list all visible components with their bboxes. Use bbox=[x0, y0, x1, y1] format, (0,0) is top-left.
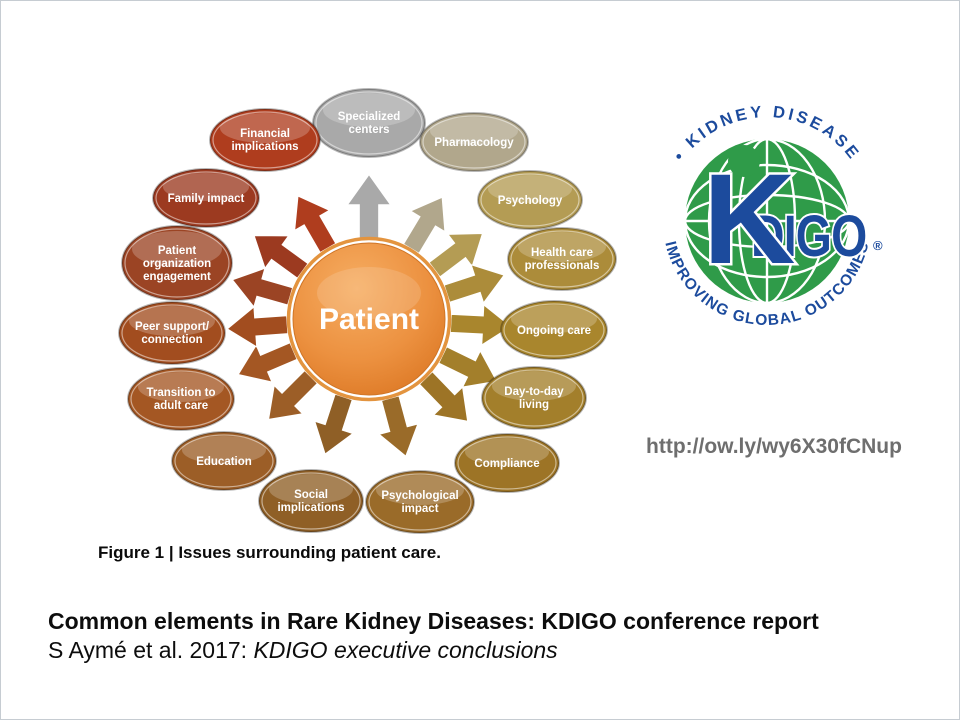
node-ellipse bbox=[500, 300, 608, 360]
node-ellipse bbox=[171, 431, 277, 491]
node-ellipse bbox=[121, 225, 233, 301]
node-ellipse bbox=[454, 433, 560, 493]
arrow-psychological-impact bbox=[370, 392, 426, 462]
node-peer-support-connection: Peer support/connection bbox=[118, 301, 226, 365]
short-url: http://ow.ly/wy6X30fCNup bbox=[646, 435, 902, 458]
node-ellipse bbox=[127, 367, 235, 431]
patient-circle bbox=[292, 242, 446, 396]
node-ellipse bbox=[419, 112, 529, 172]
globe-grid bbox=[683, 137, 851, 305]
node-label: Psychology bbox=[498, 195, 563, 207]
slide-title: Common elements in Rare Kidney Diseases:… bbox=[48, 608, 819, 634]
node-ellipse bbox=[312, 88, 426, 158]
patient-outer-ring bbox=[286, 236, 452, 402]
node-label: Pharmacology bbox=[434, 137, 514, 149]
node-ellipse bbox=[365, 470, 475, 534]
node-pharmacology: Pharmacology bbox=[419, 112, 529, 172]
node-label: Peer support/connection bbox=[135, 321, 210, 346]
node-ellipse bbox=[209, 108, 321, 172]
node-ellipse bbox=[477, 170, 583, 230]
node-ellipse bbox=[258, 469, 364, 533]
citation-work: KDIGO executive conclusions bbox=[253, 637, 558, 663]
title-block: Common elements in Rare Kidney Diseases:… bbox=[48, 607, 819, 665]
arrow-social-implications bbox=[305, 390, 364, 461]
node-compliance: Compliance bbox=[454, 433, 560, 493]
node-ellipse bbox=[152, 168, 260, 228]
node-label: Ongoing care bbox=[517, 325, 591, 337]
logo-wordmark-k: K bbox=[703, 148, 795, 291]
patient-gloss bbox=[317, 267, 421, 319]
globe bbox=[683, 137, 851, 305]
node-education: Education bbox=[171, 431, 277, 491]
logo-wordmark-digo: DIGO bbox=[751, 204, 866, 269]
node-ellipse bbox=[507, 227, 617, 291]
figure-caption: Figure 1 | Issues surrounding patient ca… bbox=[98, 543, 441, 562]
node-ongoing-care: Ongoing care bbox=[500, 300, 608, 360]
registered-trademark-icon: ® bbox=[873, 238, 883, 253]
arrow-specialized-centers bbox=[346, 174, 392, 240]
node-psychology: Psychology bbox=[477, 170, 583, 230]
patient-label: Patient bbox=[319, 303, 419, 336]
arrow-peer-support-connection bbox=[225, 304, 290, 350]
node-ellipse bbox=[481, 366, 587, 430]
citation-authors: S Aymé et al. 2017: bbox=[48, 637, 254, 663]
node-label: Education bbox=[196, 456, 252, 468]
patient-center: Patient bbox=[286, 236, 452, 402]
node-ellipse bbox=[118, 301, 226, 365]
globe-pole-disc bbox=[728, 145, 760, 177]
citation: S Aymé et al. 2017: KDIGO executive conc… bbox=[48, 636, 819, 665]
kdigo-logo: • KIDNEY DISEASE IMPROVING GLOBAL OUTCOM… bbox=[661, 103, 883, 329]
node-label: Family impact bbox=[168, 193, 245, 205]
node-label: Compliance bbox=[474, 458, 539, 470]
node-family-impact: Family impact bbox=[152, 168, 260, 228]
